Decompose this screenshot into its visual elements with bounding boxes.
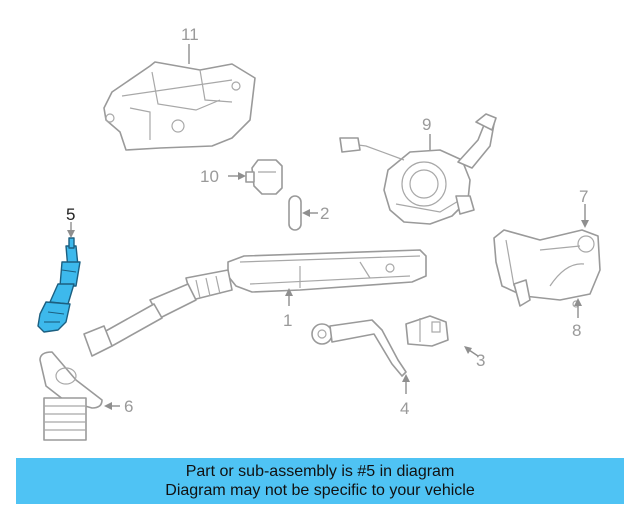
- callout-9: 9: [422, 115, 431, 134]
- callout-10: 10: [200, 167, 219, 186]
- part-11-module-bracket: [103, 61, 256, 151]
- callout-3: 3: [476, 351, 485, 370]
- callout-8: 8: [572, 321, 581, 340]
- callout-7: 7: [579, 187, 588, 206]
- banner-disclaimer: Diagram may not be specific to your vehi…: [165, 482, 475, 499]
- part-4-lever: [311, 319, 407, 377]
- callout-6: 6: [124, 397, 133, 416]
- callout-4: 4: [400, 399, 409, 418]
- callout-5: 5: [66, 205, 75, 224]
- part-9-multifunction-switch: [339, 113, 497, 225]
- part-6-boot-seal: [39, 351, 103, 441]
- part-1-steering-column: [83, 249, 427, 357]
- part-7-upper-shroud: [493, 229, 601, 301]
- banner-part-reference: Part or sub-assembly is #5 in diagram: [185, 463, 455, 480]
- callout-2: 2: [320, 204, 329, 223]
- callout-1: 1: [283, 311, 292, 330]
- parts-diagram: 11 9 10 2 7 8: [37, 25, 601, 441]
- info-banner: Part or sub-assembly is #5 in diagram Di…: [16, 458, 624, 504]
- part-5-intermediate-shaft-highlighted[interactable]: [37, 237, 81, 333]
- part-3-bracket: [405, 315, 449, 347]
- part-10-switch: [245, 159, 283, 195]
- callout-11: 11: [181, 25, 199, 44]
- part-2-plug: [288, 195, 302, 231]
